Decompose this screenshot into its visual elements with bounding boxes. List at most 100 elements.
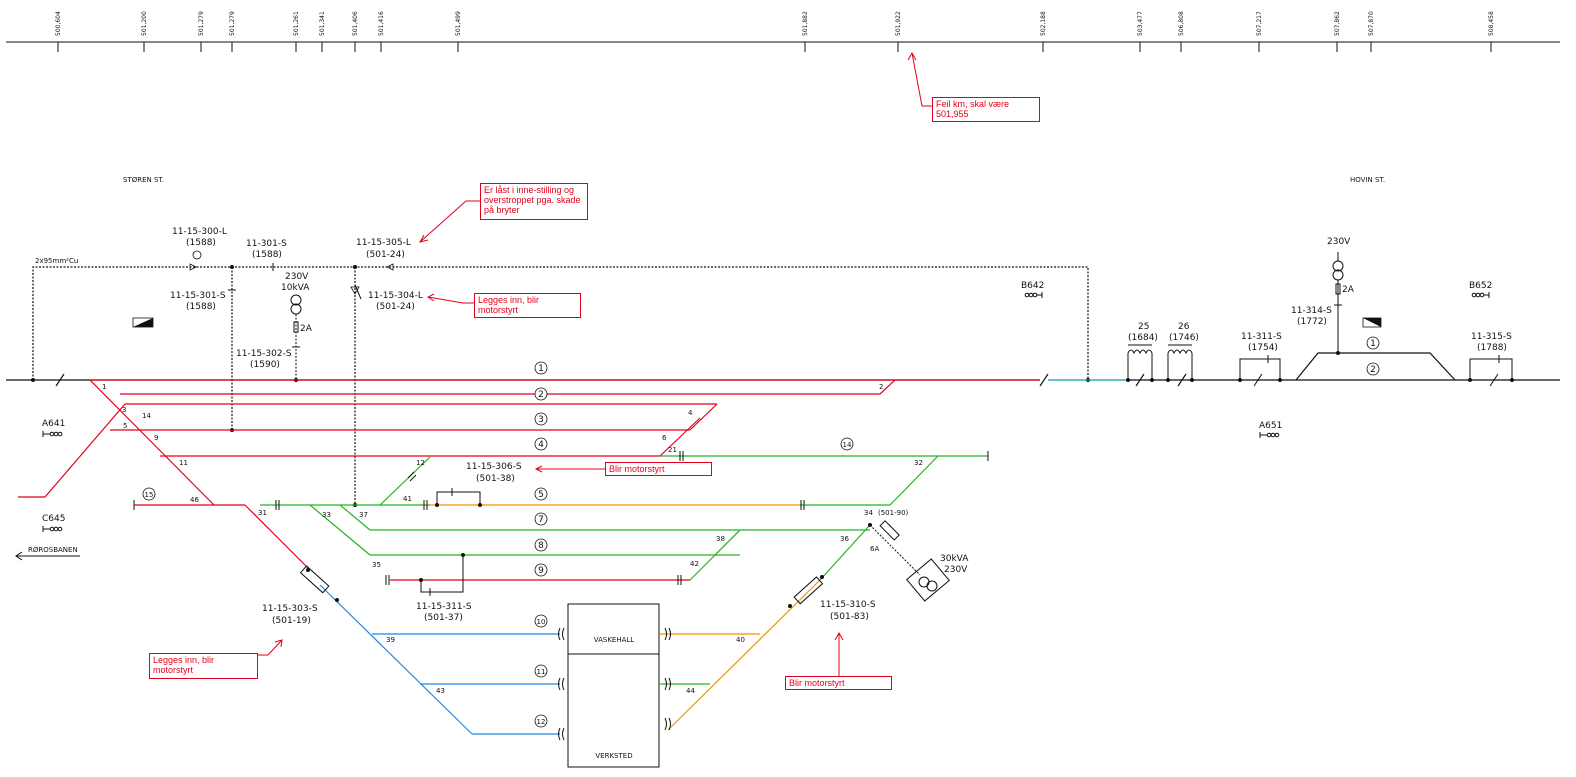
- km-label: 501,279: [229, 11, 236, 36]
- switch-304[interactable]: 11-15-304-L (501-24): [350, 284, 423, 312]
- svg-text:A651: A651: [1259, 421, 1282, 431]
- km-label: 501,261: [293, 11, 300, 36]
- cable-label: 2x95mm²Cu: [35, 257, 78, 265]
- switch-306[interactable]: 11-15-306-S (501-38): [435, 462, 522, 507]
- svg-text:2: 2: [538, 390, 544, 400]
- note-locked-switch: Er låst i inne-stilling og overstroppet …: [480, 183, 588, 220]
- svg-text:(501-83): (501-83): [830, 612, 869, 622]
- direction-rorosbanen: RØROSBANEN: [15, 546, 80, 561]
- svg-text:6A: 6A: [870, 545, 879, 553]
- transformer-right: 230V 2A: [1327, 237, 1355, 355]
- switch-310[interactable]: 11-15-310-S (501-83): [788, 575, 876, 622]
- svg-text:2A: 2A: [300, 324, 313, 334]
- svg-text:11-15-311-S: 11-15-311-S: [416, 602, 472, 612]
- svg-text:36: 36: [840, 535, 849, 543]
- svg-text:A641: A641: [42, 419, 65, 429]
- track-10-label: 10: [534, 614, 548, 628]
- svg-text:11-15-310-S: 11-15-310-S: [820, 600, 876, 610]
- svg-text:(501-24): (501-24): [366, 250, 405, 260]
- svg-text:VASKEHALL: VASKEHALL: [594, 636, 635, 644]
- hovin-track-1-label: 1: [1366, 336, 1380, 350]
- svg-text:12: 12: [416, 459, 425, 467]
- track-7-label: 7: [534, 512, 548, 526]
- svg-text:37: 37: [359, 511, 368, 519]
- buffer-stops: [558, 627, 671, 741]
- km-label: 501,279: [198, 11, 205, 36]
- note-switch-310: Blir motorstyrt: [785, 676, 892, 690]
- switch-305[interactable]: 11-15-305-L (501-24): [356, 238, 411, 271]
- svg-text:46: 46: [190, 496, 199, 504]
- svg-text:1: 1: [102, 383, 106, 391]
- switch-300-sub: (1588): [186, 238, 216, 248]
- svg-text:11-314-S: 11-314-S: [1291, 306, 1332, 316]
- section-26: 26 (1746): [1166, 322, 1199, 382]
- signal-a651: A651: [1259, 421, 1282, 438]
- insulated-joints: [275, 451, 805, 585]
- svg-text:42: 42: [690, 560, 699, 568]
- switch-301[interactable]: 11-301-S (1588): [246, 239, 287, 271]
- blue-tracks: [319, 584, 560, 735]
- transformer-bottom: 6A (501-90) 30kVA 230V: [868, 509, 969, 602]
- svg-text:(1588): (1588): [186, 302, 216, 312]
- svg-text:21: 21: [668, 446, 677, 454]
- svg-text:34: 34: [864, 509, 873, 517]
- svg-text:43: 43: [436, 687, 445, 695]
- feeder-line: [32, 266, 1089, 505]
- switch-315[interactable]: 11-315-S (1788): [1468, 332, 1514, 387]
- annotation-arrows: [257, 51, 933, 677]
- transformer-left: 230V 10kVA 2A: [281, 272, 313, 382]
- svg-text:40: 40: [736, 636, 745, 644]
- svg-text:230V: 230V: [1327, 237, 1351, 247]
- track-4-label: 4: [534, 437, 548, 451]
- svg-text:(501-19): (501-19): [272, 616, 311, 626]
- svg-text:3: 3: [538, 415, 544, 425]
- svg-text:B652: B652: [1469, 281, 1492, 291]
- svg-text:2: 2: [879, 383, 883, 391]
- track-11-label: 11: [534, 664, 548, 678]
- switch-311[interactable]: 11-15-311-S (501-37): [416, 553, 472, 623]
- svg-text:B642: B642: [1021, 281, 1044, 291]
- switch-302[interactable]: 11-15-302-S (1590): [236, 346, 300, 370]
- svg-text:(1772): (1772): [1297, 317, 1327, 327]
- km-label: 506,808: [1178, 11, 1185, 36]
- km-label: 508,458: [1488, 11, 1495, 36]
- svg-text:C645: C645: [42, 514, 65, 524]
- svg-text:11-315-S: 11-315-S: [1471, 332, 1512, 342]
- switch-303[interactable]: 11-15-303-S (501-19): [262, 565, 339, 626]
- svg-text:11-15-303-S: 11-15-303-S: [262, 604, 318, 614]
- km-label: 501,200: [141, 11, 148, 36]
- switch-311b[interactable]: 11-311-S (1754): [1238, 332, 1282, 387]
- svg-text:2A: 2A: [1342, 285, 1355, 295]
- svg-text:1: 1: [1370, 339, 1376, 349]
- red-tracks: [18, 379, 896, 581]
- km-label: 501,416: [378, 11, 385, 36]
- note-switch-303: Legges inn, blir motorstyrt: [149, 653, 258, 679]
- svg-text:35: 35: [372, 561, 381, 569]
- building-vaskehall: VASKEHALL: [567, 603, 660, 655]
- km-label: 502,188: [1040, 11, 1047, 36]
- svg-text:(1746): (1746): [1169, 333, 1199, 343]
- switch-numbers: 1 2 3 4 5 6 9 11 12 14 21 31 32 33 34 35…: [102, 383, 923, 695]
- switch-301b[interactable]: 11-15-301-S (1588): [170, 289, 236, 312]
- switch-300[interactable]: 11-15-300-L (1588): [172, 227, 227, 271]
- svg-text:38: 38: [716, 535, 725, 543]
- note-switch-304: Legges inn, blir motorstyrt: [474, 293, 581, 318]
- signal-c645: C645: [42, 514, 65, 532]
- station-storen: STØREN ST.: [123, 176, 164, 184]
- svg-text:33: 33: [322, 511, 331, 519]
- hovin-track-2-label: 2: [1366, 362, 1380, 376]
- svg-text:4: 4: [538, 440, 544, 450]
- switch-314[interactable]: 11-314-S (1772): [1291, 304, 1342, 327]
- station-hovin: HOVIN ST.: [1350, 176, 1385, 184]
- svg-text:41: 41: [403, 495, 412, 503]
- svg-text:5: 5: [538, 490, 544, 500]
- km-label: 501,922: [895, 11, 902, 36]
- main-line: [6, 373, 1560, 387]
- km-label: 501,499: [455, 11, 462, 36]
- svg-text:230V: 230V: [285, 272, 309, 282]
- svg-text:11-15-305-L: 11-15-305-L: [356, 238, 411, 248]
- svg-text:8: 8: [538, 541, 544, 551]
- svg-text:230V: 230V: [944, 565, 968, 575]
